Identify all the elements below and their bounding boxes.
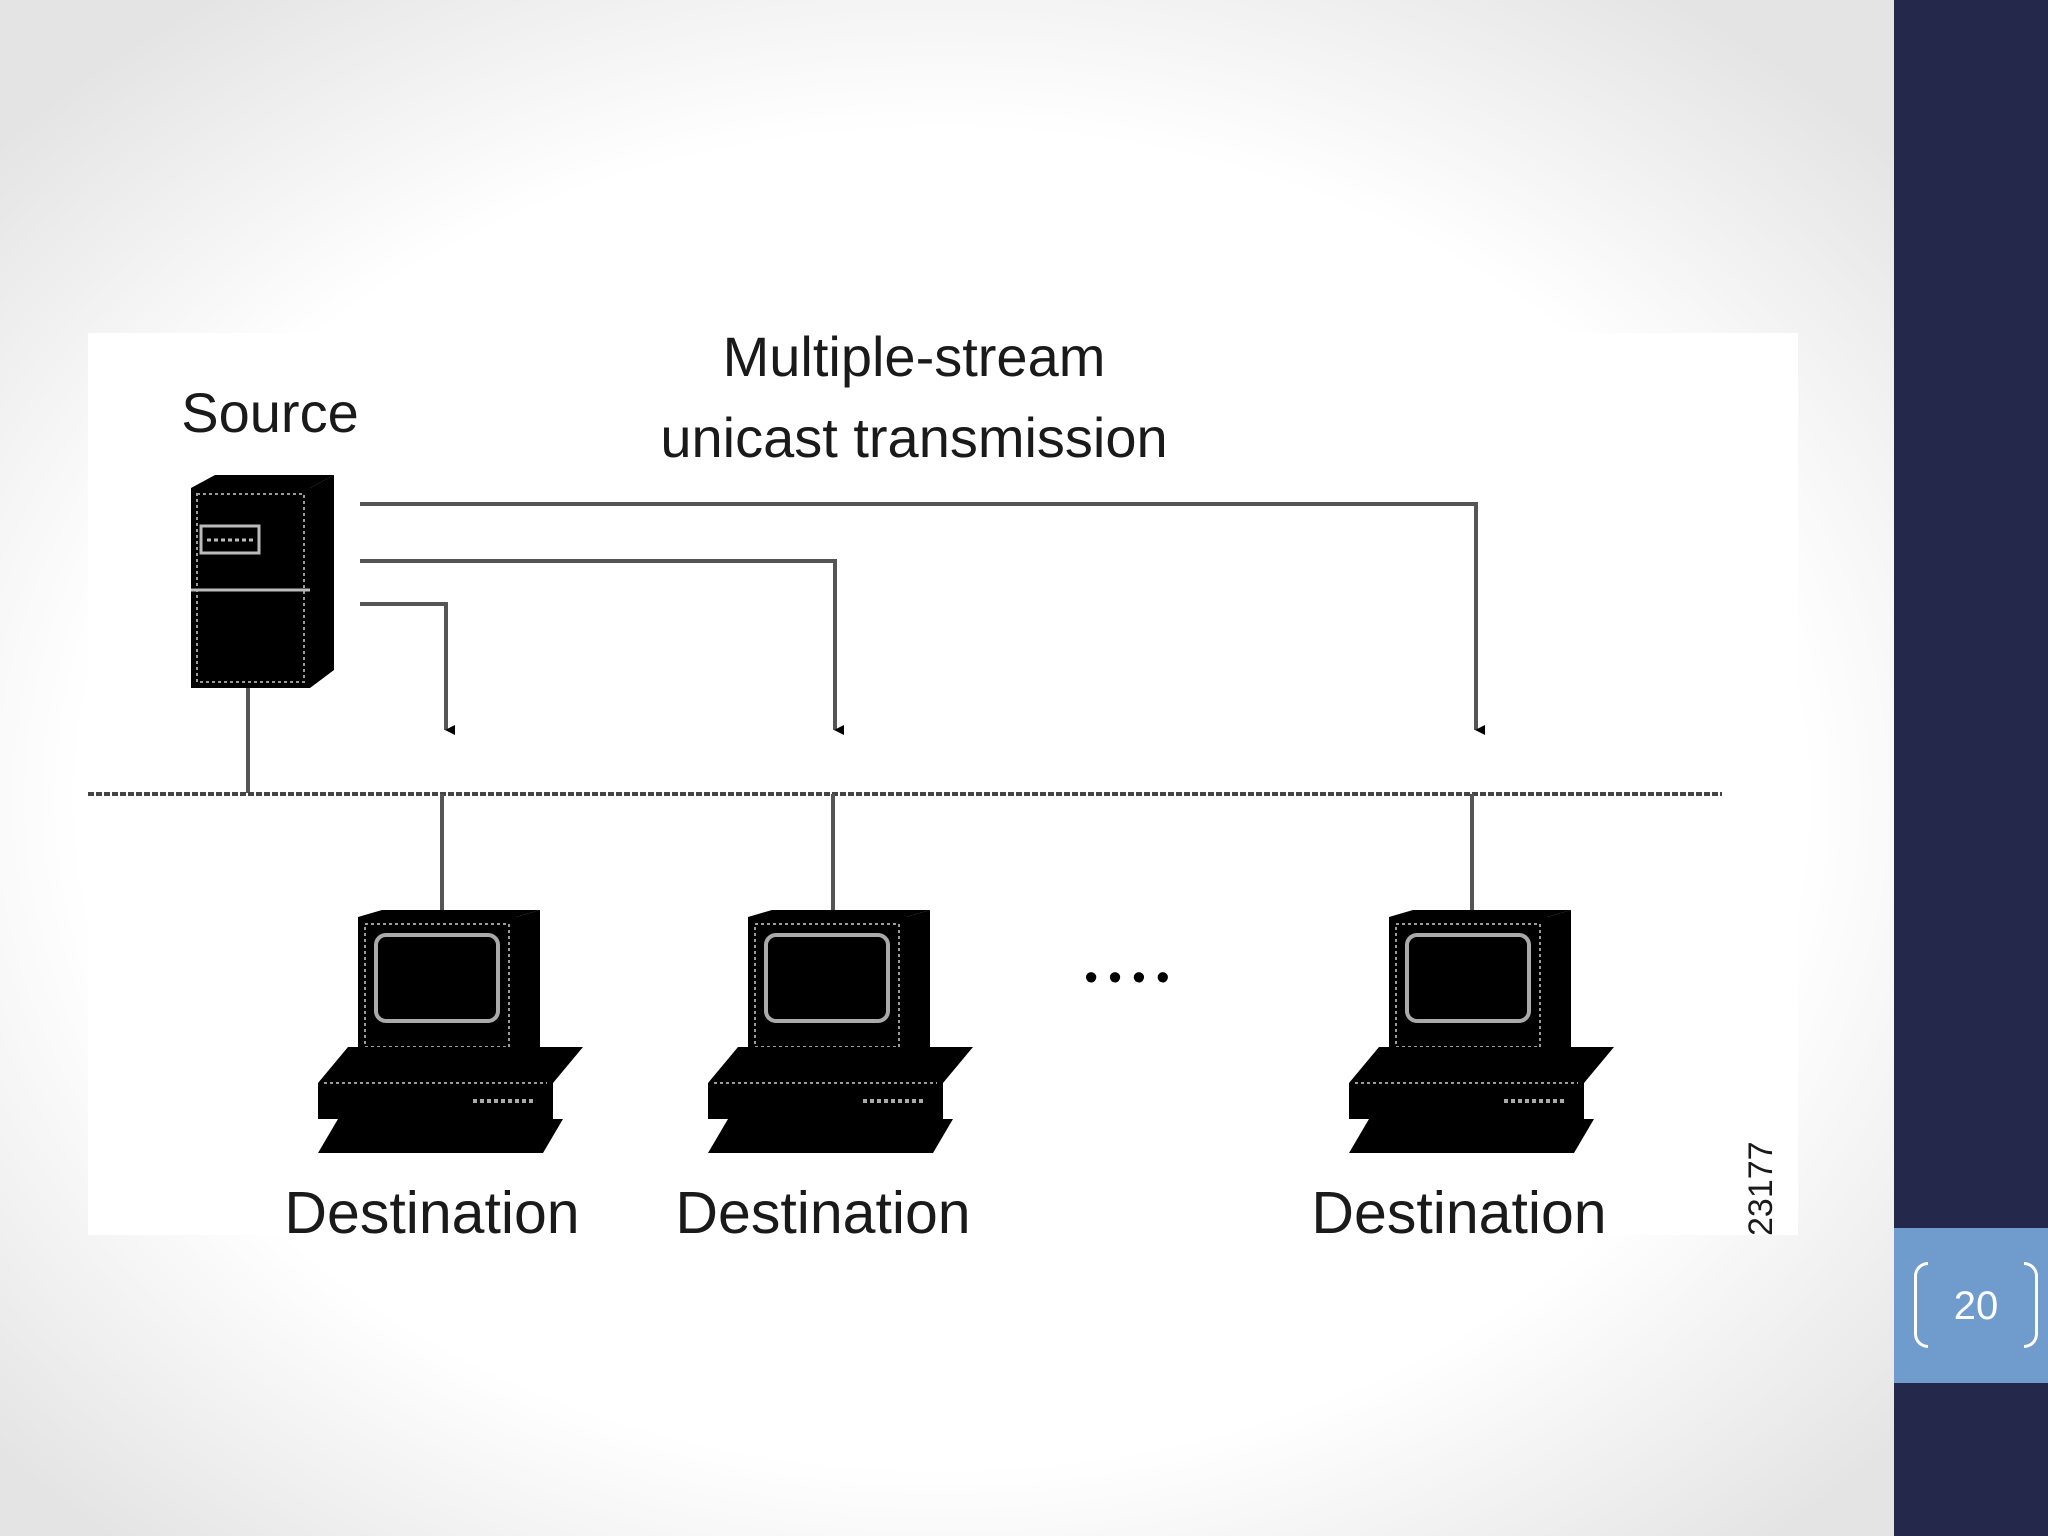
server-icon <box>191 475 334 688</box>
computer-icon <box>1349 910 1614 1153</box>
diagram-title-line2: unicast transmission <box>660 406 1167 469</box>
computer-icon <box>708 910 973 1153</box>
destination-label: Destination <box>284 1180 579 1246</box>
unicast-stream-3 <box>360 502 1485 735</box>
computer-icon <box>318 910 583 1153</box>
ellipsis: • • • • <box>1085 957 1170 999</box>
diagram-title-line1: Multiple-stream <box>723 325 1106 388</box>
page-number-badge: 20 <box>1894 1228 2048 1383</box>
unicast-stream-2 <box>360 559 844 735</box>
figure-id: 23177 <box>1742 1141 1780 1236</box>
destination-label: Destination <box>675 1180 970 1246</box>
unicast-diagram: Multiple-stream unicast transmission Sou… <box>88 325 1780 1246</box>
source-label: Source <box>181 381 358 444</box>
bracket-left-icon <box>1914 1262 1928 1348</box>
page-number: 20 <box>1953 1284 1999 1328</box>
destination-label: Destination <box>1311 1180 1606 1246</box>
bracket-right-icon <box>2024 1262 2038 1348</box>
slide-canvas: Multiple-stream unicast transmission Sou… <box>88 325 1780 1246</box>
unicast-stream-1 <box>360 602 455 735</box>
